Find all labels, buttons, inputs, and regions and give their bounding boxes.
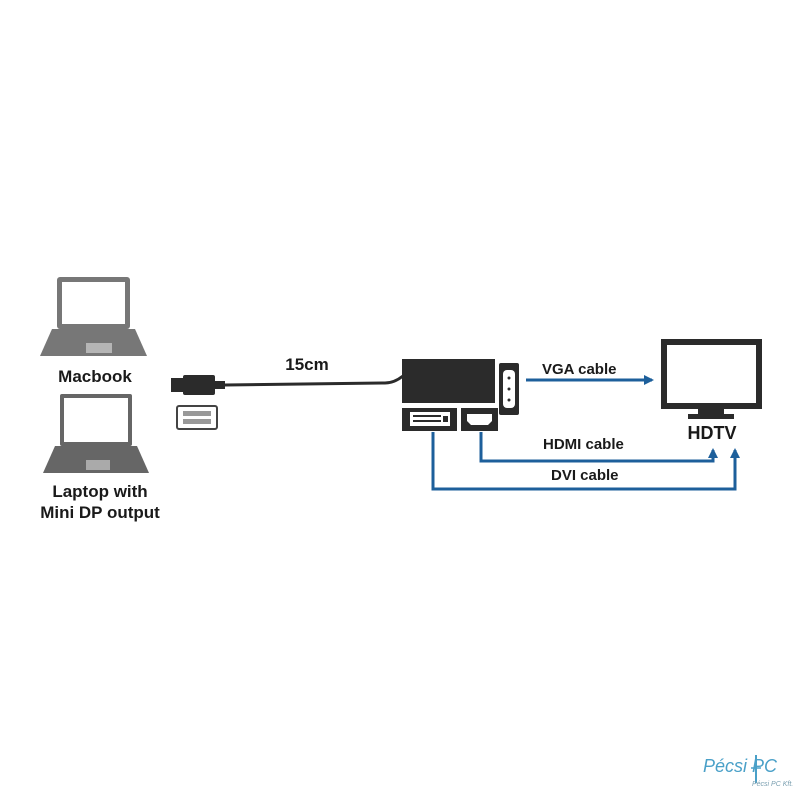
dvi-cable-label: DVI cable xyxy=(551,467,619,484)
adapter-cable xyxy=(224,374,404,387)
laptop-icon xyxy=(43,394,149,473)
watermark-tagline: Pécsi PC Kft. xyxy=(752,781,794,788)
dvi-cable-arrow xyxy=(431,432,740,491)
vga-cable-label: VGA cable xyxy=(542,361,617,378)
hdmi-cable-arrow xyxy=(479,432,718,463)
hdmi-cable-label: HDMI cable xyxy=(543,436,624,453)
macbook-laptop-icon xyxy=(40,277,147,356)
adapter-hub-icon xyxy=(402,359,519,431)
cable-length-label: 15cm xyxy=(285,355,329,374)
watermark-logo-icon xyxy=(751,755,761,783)
hdtv-monitor-icon xyxy=(661,339,762,419)
mini-displayport-port-icon xyxy=(176,405,218,430)
laptop-label-line1: Laptop with xyxy=(52,482,148,501)
hdtv-label: HDTV xyxy=(687,423,737,443)
laptop-label-line2: Mini DP output xyxy=(40,503,160,522)
watermark-brand: Pécsi PC xyxy=(703,756,778,776)
mini-displayport-plug-icon xyxy=(171,375,225,395)
macbook-label: Macbook xyxy=(58,367,132,386)
